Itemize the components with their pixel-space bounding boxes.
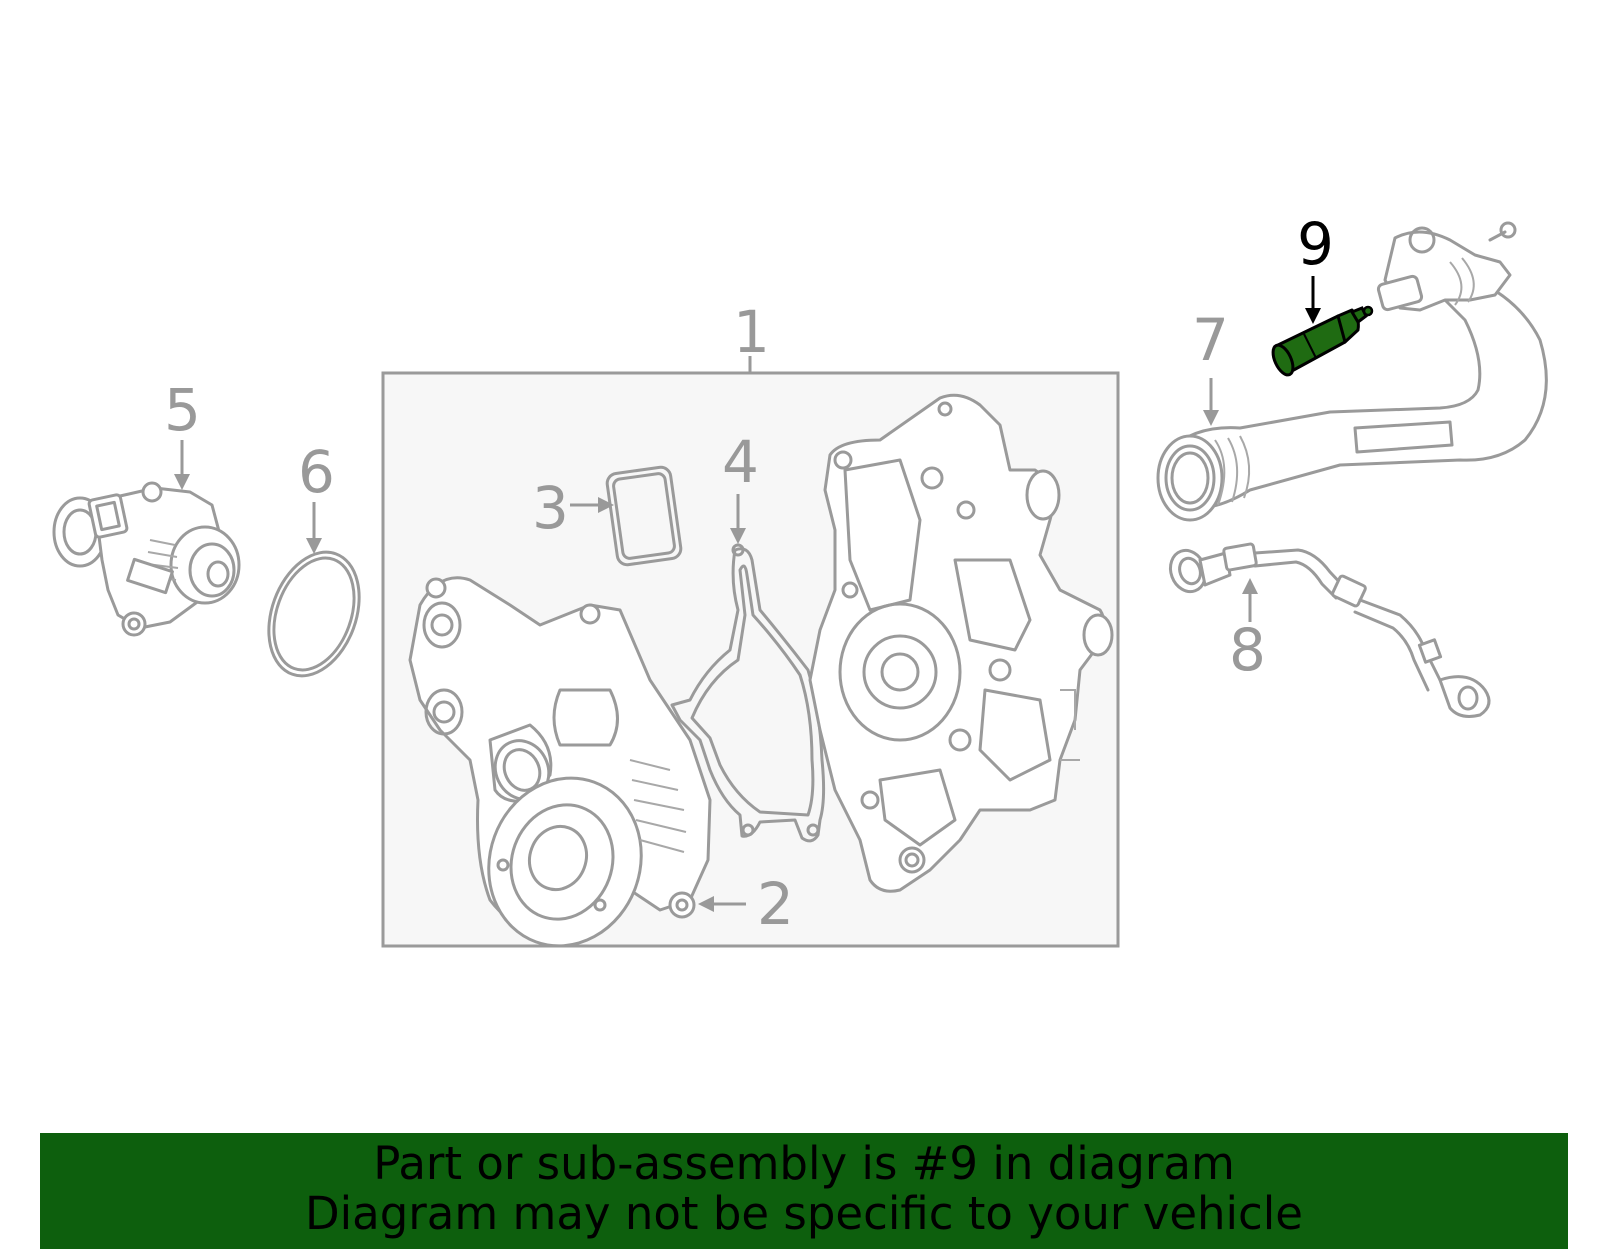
callout-3: 3 <box>532 474 569 542</box>
part-6-o-ring[interactable] <box>253 539 376 688</box>
leader-6 <box>306 502 322 554</box>
leader-2 <box>698 896 746 912</box>
part-3-gasket[interactable] <box>605 465 683 567</box>
part-2-water-pump[interactable] <box>408 576 712 968</box>
banner-line-2: Diagram may not be specific to your vehi… <box>305 1187 1303 1240</box>
callout-7: 7 <box>1192 306 1229 374</box>
callout-1: 1 <box>733 298 770 366</box>
callout-2: 2 <box>757 870 794 938</box>
callout-5: 5 <box>164 376 201 444</box>
part-4-pump-gasket[interactable] <box>670 543 826 843</box>
part-7-coolant-hose[interactable] <box>1156 221 1548 522</box>
part-9-sensor[interactable] <box>1269 305 1374 378</box>
leader-7 <box>1203 378 1219 426</box>
info-banner: Part or sub-assembly is #9 in diagram Di… <box>40 1133 1568 1249</box>
part-5-thermostat[interactable] <box>52 481 241 637</box>
callout-4: 4 <box>722 428 759 496</box>
leader-4 <box>730 494 746 544</box>
leader-8 <box>1242 578 1258 622</box>
callout-8: 8 <box>1229 616 1266 684</box>
leader-3 <box>570 497 614 513</box>
leader-9 <box>1305 276 1321 324</box>
part-8-pipe[interactable] <box>1165 542 1491 718</box>
part-1-housing[interactable] <box>808 393 1114 893</box>
banner-line-1: Part or sub-assembly is #9 in diagram <box>373 1137 1235 1190</box>
callout-6: 6 <box>298 438 335 506</box>
callout-9: 9 <box>1297 210 1334 278</box>
leader-5 <box>174 440 190 490</box>
